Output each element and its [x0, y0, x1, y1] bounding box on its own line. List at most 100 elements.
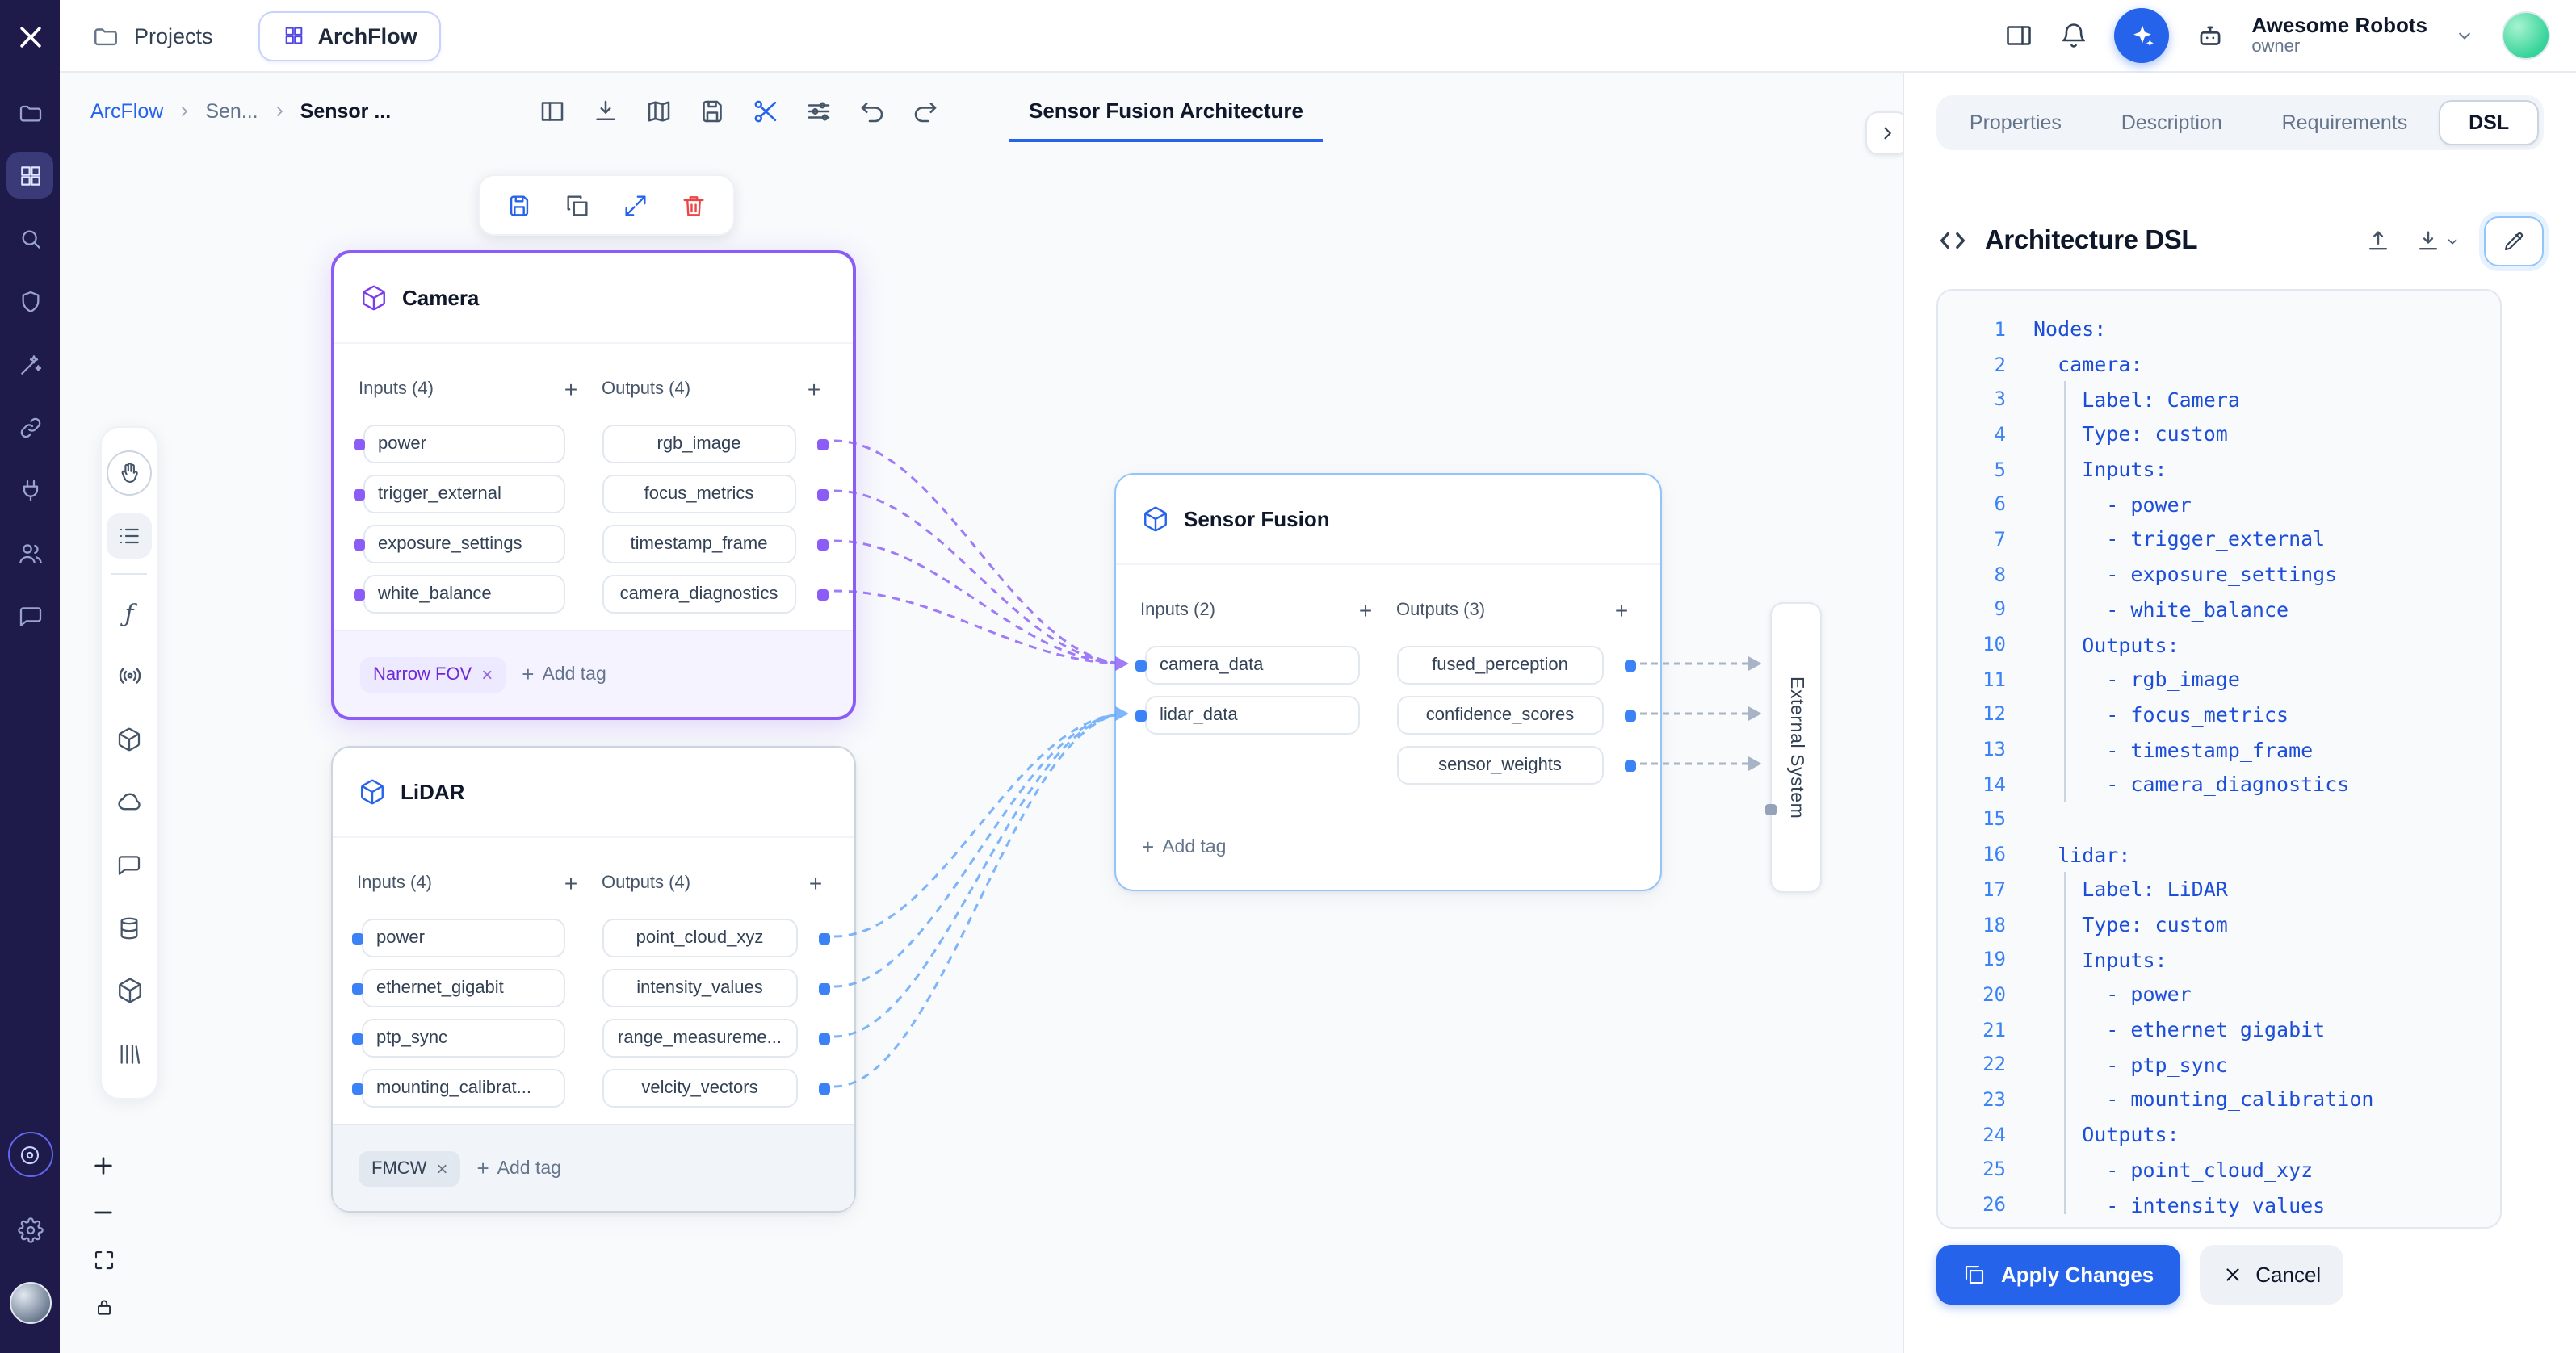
port-handle[interactable] [819, 1033, 830, 1044]
panel-to^ggle-button[interactable] [2004, 21, 2033, 50]
port-field[interactable]: range_measureme... [602, 1019, 798, 1058]
function-tool-button[interactable]: ƒ [107, 590, 152, 635]
port-field[interactable]: ethernet_gigabit [362, 969, 564, 1007]
add-input-button[interactable]: + [556, 375, 585, 404]
download-button[interactable] [591, 97, 620, 126]
port-handle[interactable] [351, 932, 363, 944]
node-header[interactable]: LiDAR [333, 748, 854, 838]
port-handle[interactable] [1625, 710, 1636, 721]
input-port[interactable]: exposure_settings [359, 525, 585, 563]
add-output-button[interactable]: + [1607, 596, 1636, 625]
port-field[interactable]: camera_diagnostics [602, 575, 796, 614]
port-handle[interactable] [351, 982, 363, 994]
apply-changes-button[interactable]: Apply Changes [1936, 1245, 2180, 1305]
port-field[interactable]: timestamp_frame [602, 525, 796, 563]
map-button[interactable] [644, 97, 673, 126]
output-port[interactable]: confidence_scores [1396, 696, 1636, 735]
node-delete-button[interactable] [680, 191, 707, 219]
package-tool-button[interactable] [107, 716, 152, 761]
tag-remove-icon[interactable]: × [436, 1157, 447, 1179]
zoom-out-button[interactable] [86, 1195, 121, 1230]
output-port[interactable]: velcity_vectors [602, 1069, 830, 1108]
output-port[interactable]: range_measureme... [602, 1019, 830, 1058]
input-port[interactable]: trigger_external [359, 475, 585, 513]
projects-button[interactable]: Projects [92, 22, 213, 49]
port-field[interactable]: power [362, 919, 564, 957]
port-handle[interactable] [353, 538, 364, 550]
zoom-in-button[interactable] [86, 1148, 121, 1183]
sidebar-item-search[interactable] [6, 215, 53, 262]
lock-button[interactable] [86, 1288, 121, 1324]
add-input-button[interactable]: + [1351, 596, 1380, 625]
node-fusion[interactable]: Sensor FusionInputs (2)+camera_datalidar… [1114, 473, 1662, 891]
output-port[interactable]: fused_perception [1396, 646, 1636, 685]
node-external-system[interactable]: External System [1770, 602, 1822, 893]
port-handle[interactable] [1625, 660, 1636, 671]
download-menu-button[interactable] [2414, 227, 2461, 254]
node-copy-button[interactable] [564, 191, 591, 219]
port-field[interactable]: ptp_sync [362, 1019, 564, 1058]
port-handle[interactable] [819, 932, 830, 944]
list-tool-button[interactable] [107, 513, 152, 558]
output-port[interactable]: intensity_values [602, 969, 830, 1007]
input-port[interactable]: mounting_calibrat... [357, 1069, 585, 1108]
sidebar-user-avatar[interactable] [9, 1282, 51, 1324]
database-tool-button[interactable] [107, 905, 152, 950]
tab-description[interactable]: Description [2093, 100, 2251, 145]
undo-button[interactable] [858, 97, 887, 126]
archflow-button[interactable]: ArchFlow [258, 10, 442, 61]
workspace-info[interactable]: Awesome Robots owner [2251, 12, 2427, 59]
output-port[interactable]: focus_metrics [602, 475, 829, 513]
sidebar-item-messages[interactable] [6, 593, 53, 639]
port-handle[interactable] [353, 589, 364, 600]
user-avatar[interactable] [2502, 11, 2550, 60]
input-port[interactable]: lidar_data [1140, 696, 1380, 735]
add-output-button[interactable]: + [801, 869, 830, 898]
port-field[interactable]: mounting_calibrat... [362, 1069, 564, 1108]
chevron-down-icon[interactable] [2453, 24, 2476, 47]
port-handle[interactable] [1625, 760, 1636, 771]
library-tool-button[interactable] [107, 1031, 152, 1076]
edit-dsl-button[interactable] [2484, 216, 2544, 266]
cloud-tool-button[interactable] [107, 779, 152, 824]
tab-dsl[interactable]: DSL [2439, 100, 2539, 145]
port-field[interactable]: focus_metrics [602, 475, 796, 513]
redo-button[interactable] [911, 97, 940, 126]
add-input-button[interactable]: + [556, 869, 585, 898]
node-camera[interactable]: CameraInputs (4)+powertrigger_externalex… [331, 250, 856, 720]
output-port[interactable]: sensor_weights [1396, 746, 1636, 785]
input-port[interactable]: power [359, 425, 585, 463]
input-port[interactable]: ethernet_gigabit [357, 969, 585, 1007]
broadcast-tool-button[interactable] [107, 653, 152, 698]
port-field[interactable]: rgb_image [602, 425, 796, 463]
port-handle[interactable] [351, 1083, 363, 1094]
port-field[interactable]: point_cloud_xyz [602, 919, 798, 957]
fit-screen-button[interactable] [86, 1242, 121, 1277]
cancel-button[interactable]: Cancel [2199, 1245, 2343, 1305]
add-output-button[interactable]: + [799, 375, 829, 404]
port-field[interactable]: lidar_data [1145, 696, 1359, 735]
input-port[interactable]: power [357, 919, 585, 957]
port-handle[interactable] [817, 538, 829, 550]
sidebar-item-settings[interactable] [6, 1206, 53, 1253]
sidebar-item-security[interactable] [6, 278, 53, 325]
tab-requirements[interactable]: Requirements [2254, 100, 2436, 145]
port-handle[interactable] [353, 438, 364, 450]
port-handle[interactable] [819, 1083, 830, 1094]
output-port[interactable]: point_cloud_xyz [602, 919, 830, 957]
port-handle[interactable] [1135, 660, 1146, 671]
port-field[interactable]: intensity_values [602, 969, 798, 1007]
port-field[interactable]: sensor_weights [1396, 746, 1604, 785]
node-header[interactable]: Sensor Fusion [1116, 475, 1660, 565]
panel-collapse-button[interactable] [1865, 111, 1903, 155]
upload-button[interactable] [2364, 227, 2392, 254]
save-button[interactable] [698, 97, 727, 126]
breadcrumb-root[interactable]: ArcFlow [90, 100, 163, 123]
port-handle[interactable] [351, 1033, 363, 1044]
port-field[interactable]: exposure_settings [363, 525, 564, 563]
dsl-code-editor[interactable]: 1Nodes:2 camera:3 Label: Camera4 Type: c… [1936, 289, 2502, 1229]
node-header[interactable]: Camera [334, 253, 853, 344]
tag-remove-icon[interactable]: × [481, 663, 493, 685]
sidebar-item-projects[interactable] [6, 89, 53, 136]
port-field[interactable]: fused_perception [1396, 646, 1604, 685]
